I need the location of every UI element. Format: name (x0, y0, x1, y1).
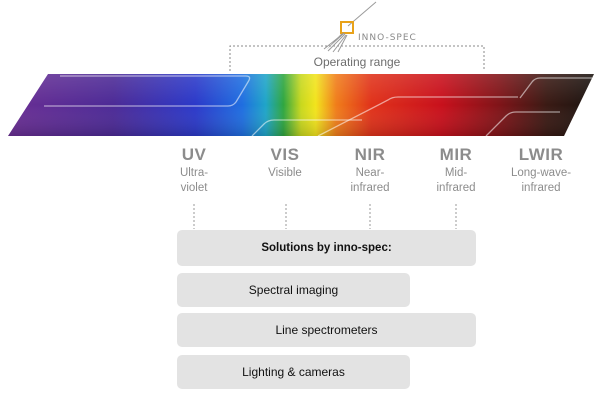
band-mir: MIR Mid- infrared (401, 146, 511, 196)
band-abbr: MIR (439, 145, 473, 164)
operating-range-label: Operating range (313, 55, 401, 69)
band-vis: VIS Visible (230, 146, 340, 181)
band-desc: Near- infrared (350, 167, 390, 194)
band-abbr: LWIR (518, 145, 564, 164)
band-connectors (193, 204, 457, 229)
band-nir: NIR Near- infrared (315, 146, 425, 196)
band-desc: Visible (268, 167, 302, 179)
band-lwir: LWIR Long-wave- infrared (486, 146, 596, 196)
band-desc: Long-wave- infrared (510, 167, 572, 194)
band-desc: Mid- infrared (436, 167, 476, 194)
operating-range-bracket (229, 45, 485, 71)
prism-icon (323, 1, 377, 53)
band-uv: UV Ultra- violet (139, 146, 249, 196)
logo-text: INNO-SPEC (358, 33, 417, 43)
solution-lighting-cameras[interactable]: Lighting & cameras (177, 355, 410, 389)
band-outline-decor (44, 75, 592, 137)
solutions-title-box: Solutions by inno-spec: (177, 230, 476, 266)
band-abbr: NIR (354, 145, 386, 164)
solution-line-spectrometers[interactable]: Line spectrometers (177, 313, 476, 347)
band-abbr: UV (181, 145, 207, 164)
band-desc: Ultra- violet (179, 167, 209, 194)
solution-spectral-imaging[interactable]: Spectral imaging (177, 273, 410, 307)
band-abbr: VIS (270, 145, 300, 164)
